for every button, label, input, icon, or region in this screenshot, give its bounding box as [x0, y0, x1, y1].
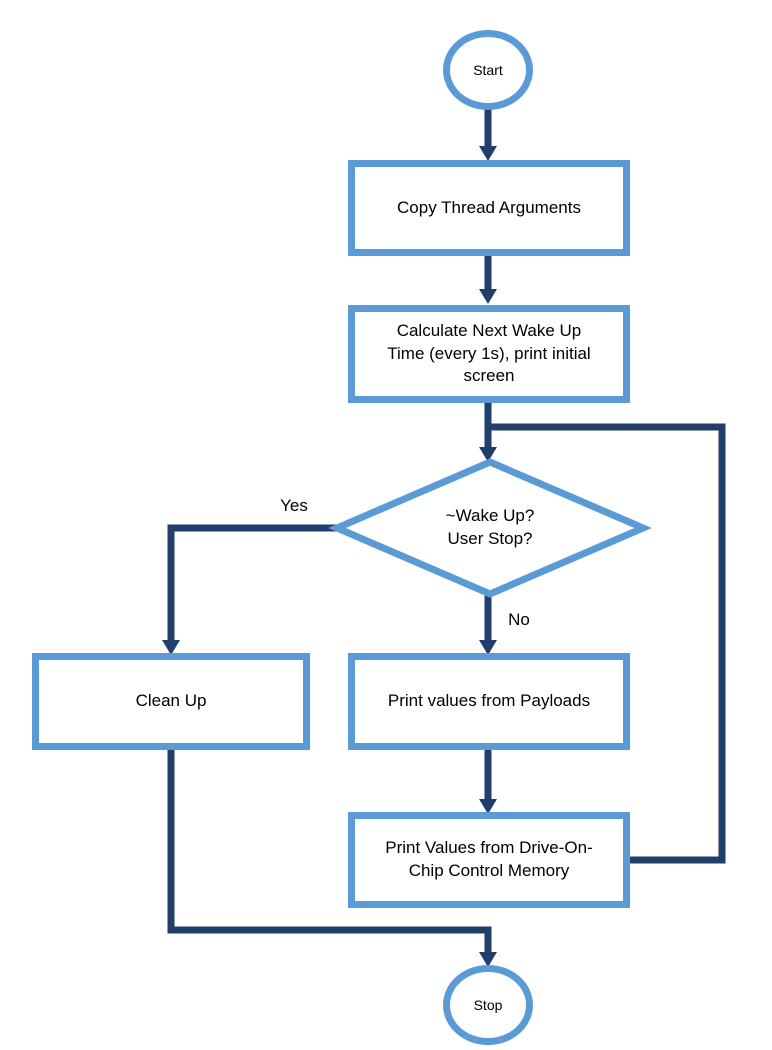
calculate-wake-up-node: Calculate Next Wake Up Time (every 1s), … — [348, 305, 630, 403]
stop-node: Stop — [443, 965, 533, 1045]
arrowhead-into-copy — [479, 146, 497, 161]
print-drive-on-chip-node: Print Values from Drive-On- Chip Control… — [348, 812, 630, 908]
connector-clean-up-to-stop — [167, 748, 492, 952]
no-edge-label: No — [508, 609, 530, 629]
start-node: Start — [443, 30, 533, 110]
arrowhead-into-calculate — [479, 289, 497, 304]
connector-loopback — [490, 423, 726, 864]
copy-thread-arguments-node: Copy Thread Arguments — [348, 160, 630, 256]
arrowhead-into-stop — [479, 952, 497, 967]
decision-label: ~Wake Up? User Stop? — [445, 506, 535, 548]
arrowhead-into-decision — [479, 447, 497, 462]
arrowhead-into-payloads — [479, 640, 497, 655]
decision-diamond — [328, 458, 652, 598]
connector-yes-branch — [167, 524, 341, 640]
clean-up-node: Clean Up — [32, 653, 310, 750]
arrowhead-into-clean-up — [162, 640, 180, 655]
print-payloads-node: Print values from Payloads — [348, 653, 630, 750]
arrowhead-into-drive-on-chip — [479, 799, 497, 814]
yes-edge-label: Yes — [280, 495, 308, 515]
